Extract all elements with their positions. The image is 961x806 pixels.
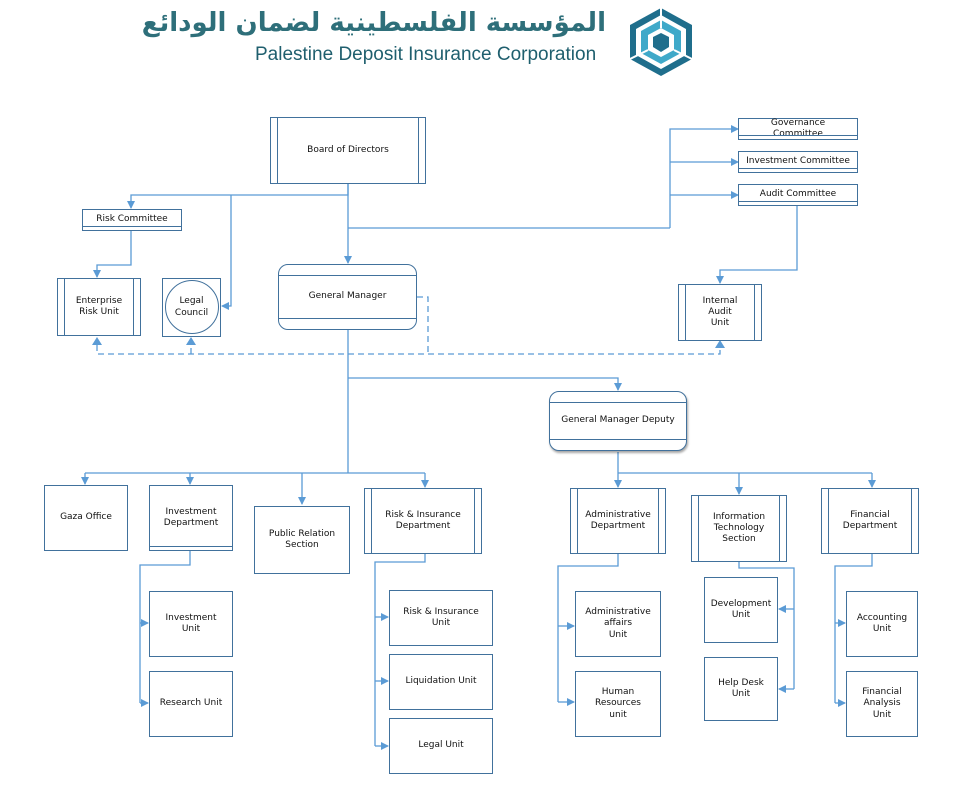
risk-committee-box: Risk Committee <box>82 209 182 231</box>
financial-analysis-unit-box: Financial Analysis Unit <box>846 671 918 737</box>
risk-insurance-unit-box: Risk & Insurance Unit <box>389 590 493 646</box>
legal-unit-box: Legal Unit <box>389 718 493 774</box>
gaza-office-box: Gaza Office <box>44 485 128 551</box>
internal-audit-unit-box: Internal Audit Unit <box>678 284 762 341</box>
information-technology-section-box: Information Technology Section <box>691 495 787 562</box>
help-desk-unit-box: Help Desk Unit <box>704 657 778 721</box>
investment-committee-box: Investment Committee <box>738 151 858 173</box>
pdic-logo-icon <box>629 8 693 76</box>
liquidation-unit-box: Liquidation Unit <box>389 654 493 710</box>
public-relation-section-box: Public Relation Section <box>254 506 350 574</box>
general-manager-deputy-box: General Manager Deputy <box>549 391 687 451</box>
risk-insurance-department-box: Risk & Insurance Department <box>364 488 482 554</box>
investment-department-box: Investment Department <box>149 485 233 551</box>
financial-department-box: Financial Department <box>821 488 919 554</box>
human-resources-unit-box: Human Resources unit <box>575 671 661 737</box>
accounting-unit-box: Accounting Unit <box>846 591 918 657</box>
investment-unit-box: Investment Unit <box>149 591 233 657</box>
general-manager-box: General Manager <box>278 264 417 330</box>
administrative-department-box: Administrative Department <box>570 488 666 554</box>
enterprise-risk-unit-box: Enterprise Risk Unit <box>57 278 141 336</box>
research-unit-box: Research Unit <box>149 671 233 737</box>
governance-committee-box: Governance Committee <box>738 118 858 140</box>
legal-council-circle-icon <box>162 278 221 337</box>
header: المؤسسة الفلسطينية لضمان الودائع Palesti… <box>0 0 961 90</box>
org-name-english: Palestine Deposit Insurance Corporation <box>255 44 597 65</box>
administrative-affairs-unit-box: Administrative affairs Unit <box>575 591 661 657</box>
board-of-directors-box: Board of Directors <box>270 117 426 184</box>
audit-committee-box: Audit Committee <box>738 184 858 206</box>
development-unit-box: Development Unit <box>704 577 778 643</box>
org-name-arabic: المؤسسة الفلسطينية لضمان الودائع <box>141 8 606 38</box>
